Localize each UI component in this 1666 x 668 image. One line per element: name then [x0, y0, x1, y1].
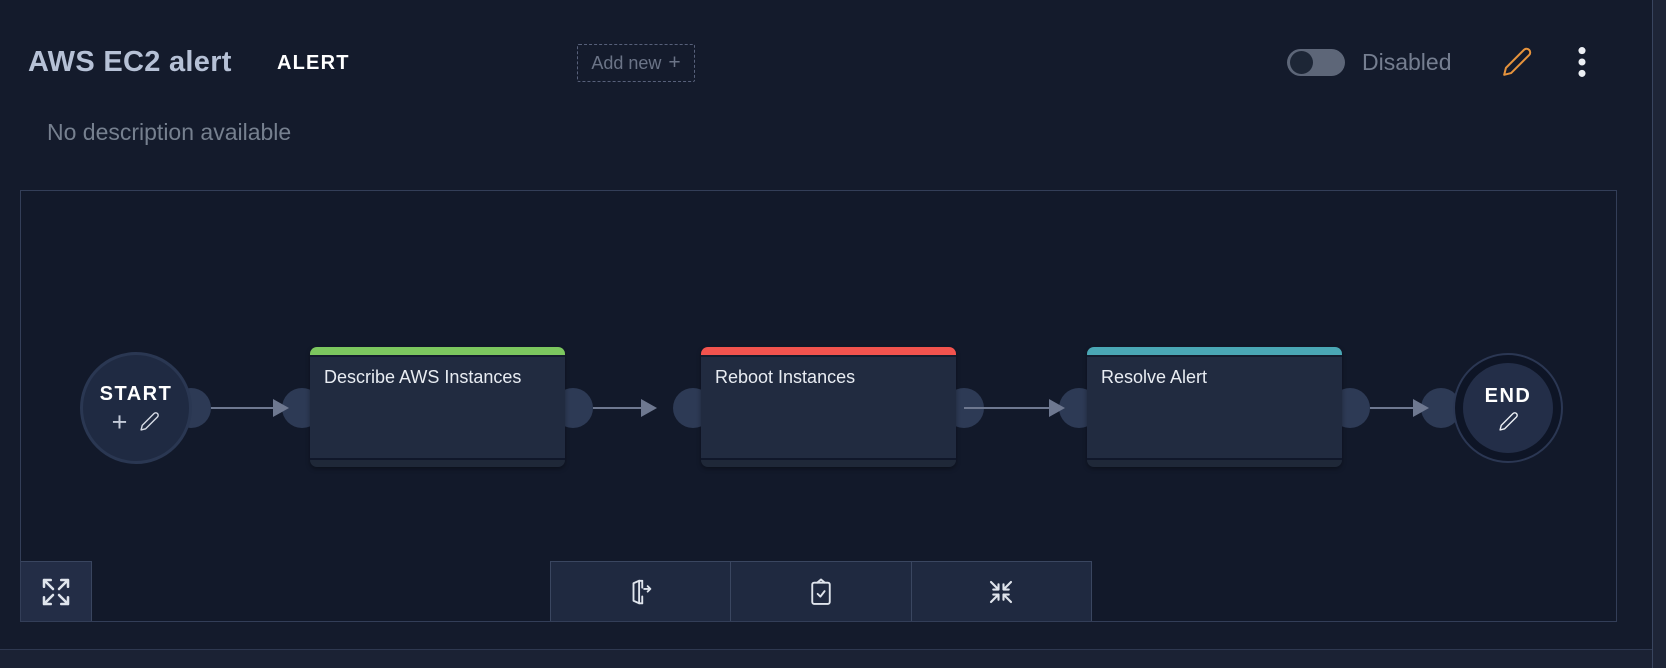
copy-clipboard-button[interactable]	[730, 562, 910, 621]
edit-end-icon[interactable]	[1498, 411, 1519, 432]
edge-node2-to-node3[interactable]	[964, 407, 1049, 409]
more-options-button[interactable]	[1572, 46, 1592, 78]
workflow-node-describe-aws-instances[interactable]: Describe AWS Instances	[310, 347, 565, 467]
enable-toggle[interactable]	[1287, 49, 1345, 76]
canvas-toolbar	[550, 561, 1092, 621]
exit-door-icon	[626, 577, 656, 607]
start-node-label: START	[99, 382, 173, 405]
workflow-node-reboot-instances[interactable]: Reboot Instances	[701, 347, 956, 467]
edge-arrowhead	[273, 399, 289, 417]
collapse-view-button[interactable]	[910, 562, 1091, 621]
add-trigger-icon[interactable]: +	[111, 406, 128, 437]
edge-arrowhead	[641, 399, 657, 417]
toggle-knob	[1290, 51, 1313, 74]
plus-icon: +	[668, 51, 681, 74]
node-footer	[310, 458, 565, 467]
node-accent-bar	[1087, 347, 1342, 357]
node-label: Reboot Instances	[715, 367, 856, 387]
footer-band	[0, 649, 1666, 668]
expand-canvas-button[interactable]	[21, 561, 92, 621]
kebab-menu-icon	[1574, 46, 1590, 78]
add-new-button[interactable]: Add new +	[577, 44, 695, 82]
page-title: AWS EC2 alert	[28, 46, 232, 78]
workflow-description: No description available	[47, 119, 292, 145]
workflow-canvas[interactable]: START + Describe AWS Instances Reboot In…	[20, 190, 1617, 622]
clipboard-check-icon	[806, 577, 836, 607]
add-new-label: Add new	[591, 52, 662, 73]
scrollbar-track[interactable]	[1652, 0, 1666, 668]
edit-workflow-button[interactable]	[1499, 44, 1535, 80]
node-accent-bar	[701, 347, 956, 357]
toggle-state-label: Disabled	[1362, 49, 1452, 75]
edge-start-to-node1[interactable]	[211, 407, 273, 409]
workflow-node-resolve-alert[interactable]: Resolve Alert	[1087, 347, 1342, 467]
node-label: Resolve Alert	[1101, 367, 1208, 387]
end-node[interactable]: END	[1453, 353, 1563, 463]
node-footer	[701, 458, 956, 467]
pencil-icon	[1501, 46, 1533, 78]
expand-icon	[38, 574, 74, 610]
execution-runs-button[interactable]	[551, 562, 730, 621]
node-accent-bar	[310, 347, 565, 357]
start-node[interactable]: START +	[80, 352, 192, 464]
edge-node1-to-node2[interactable]	[593, 407, 641, 409]
edge-arrowhead	[1049, 399, 1065, 417]
edge-node3-to-end[interactable]	[1370, 407, 1413, 409]
workflow-type-badge: ALERT	[277, 52, 350, 74]
edge-arrowhead	[1413, 399, 1429, 417]
node-label: Describe AWS Instances	[324, 367, 522, 387]
edit-start-icon[interactable]	[139, 411, 160, 432]
end-node-label: END	[1484, 384, 1532, 407]
node-footer	[1087, 458, 1342, 467]
collapse-icon	[986, 577, 1016, 607]
